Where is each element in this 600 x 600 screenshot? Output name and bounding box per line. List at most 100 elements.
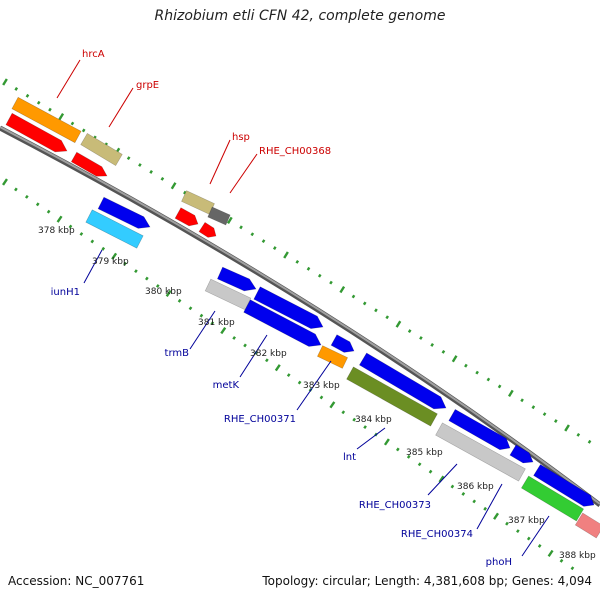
gc-skew-tick — [199, 313, 204, 318]
label-leader-line — [296, 360, 332, 411]
gc-skew-tick — [170, 182, 177, 190]
gc-skew-tick — [564, 424, 570, 432]
gene-blue — [448, 408, 511, 451]
gc-skew-tick — [90, 239, 95, 244]
gene-label-iunh1[interactable]: iunH1 — [51, 287, 80, 298]
gene-dark-grey — [207, 206, 231, 226]
gc-skew-inner-track — [2, 178, 575, 571]
gc-skew-tick — [250, 232, 255, 237]
gc-skew-tick — [183, 190, 187, 195]
gc-skew-tick — [79, 232, 84, 236]
label-leader-line — [521, 515, 550, 557]
gene-label-rhe_ch00371[interactable]: RHE_CH00371 — [224, 414, 296, 425]
gc-skew-tick — [362, 301, 367, 306]
gc-skew-tick — [329, 401, 336, 409]
gc-skew-tick — [36, 100, 41, 105]
gene-blue — [509, 444, 534, 464]
label-leader-line — [356, 427, 386, 450]
gc-skew-tick — [25, 93, 30, 98]
gene-label-hrca[interactable]: hrcA — [82, 49, 105, 60]
gc-skew-tick — [483, 506, 487, 511]
kbp-label: 387 kbp — [508, 516, 545, 526]
gc-skew-tick — [243, 343, 247, 348]
kbp-label: 388 kbp — [559, 551, 596, 561]
gene-label-rhe_ch00374[interactable]: RHE_CH00374 — [401, 529, 473, 540]
kbp-label: 382 kbp — [250, 349, 287, 359]
gene-blue — [217, 266, 257, 292]
gc-skew-tick — [165, 289, 172, 297]
gene-label-phoh[interactable]: phoH — [486, 557, 512, 568]
gc-skew-tick — [319, 395, 324, 400]
label-leader-line — [239, 334, 268, 378]
gene-track — [5, 96, 600, 539]
gc-skew-tick — [520, 398, 524, 403]
gc-skew-tick — [2, 178, 8, 186]
gc-skew-tick — [14, 87, 19, 91]
gc-skew-tick — [160, 176, 165, 181]
gc-skew-tick — [428, 469, 433, 474]
gc-skew-tick — [35, 202, 40, 207]
gc-skew-tick — [239, 225, 243, 230]
gene-label-metk[interactable]: metK — [213, 380, 240, 391]
gc-skew-tick — [70, 121, 75, 126]
gc-skew-tick — [497, 384, 502, 389]
gene-blue — [358, 352, 447, 410]
kbp-label: 379 kbp — [92, 257, 129, 267]
gc-skew-tick — [138, 163, 142, 167]
gc-skew-tick — [537, 544, 542, 548]
accession-text: Accession: NC_007761 — [8, 574, 145, 588]
gc-skew-tick — [81, 128, 86, 133]
gc-skew-tick — [395, 447, 400, 452]
gc-skew-tick — [395, 320, 402, 328]
label-leaders — [56, 59, 550, 557]
kbp-label: 378 kbp — [38, 226, 75, 236]
gc-skew-tick — [265, 358, 269, 363]
gene-label-grpe[interactable]: grpE — [136, 80, 159, 91]
gc-skew-tick — [297, 380, 302, 385]
gene-label-lnt[interactable]: lnt — [343, 452, 356, 463]
gc-skew-tick — [2, 78, 8, 86]
gc-skew-tick — [126, 156, 131, 161]
gc-skew-tick — [406, 454, 411, 459]
gc-skew-tick — [283, 251, 289, 259]
gc-skew-tick — [570, 566, 575, 571]
gc-skew-tick — [493, 512, 499, 520]
gc-skew-tick — [351, 294, 356, 299]
gc-skew-tick — [472, 499, 477, 504]
gc-skew-tick — [188, 306, 193, 311]
gc-skew-tick — [507, 389, 514, 397]
gc-skew-tick — [531, 405, 536, 410]
gc-skew-tick — [542, 412, 547, 417]
gc-skew-tick — [123, 261, 127, 266]
gene-green — [520, 475, 585, 522]
gene-pink — [574, 512, 600, 539]
gc-skew-tick — [329, 280, 333, 285]
kbp-label: 386 kbp — [457, 482, 494, 492]
map-title: Rhizobium etli CFN 42, complete genome — [154, 8, 446, 24]
backbone-line — [0, 125, 600, 507]
gene-label-trmb[interactable]: trmB — [165, 348, 190, 359]
kbp-label: 383 kbp — [303, 381, 340, 391]
gc-skew-tick — [407, 329, 412, 333]
label-leader-line — [427, 463, 458, 496]
gene-light-grey — [435, 422, 526, 482]
gc-skew-tick — [134, 269, 138, 274]
gc-skew-tick — [272, 246, 277, 250]
gene-label-rhe_ch00373[interactable]: RHE_CH00373 — [359, 500, 431, 511]
gc-skew-tick — [274, 364, 281, 372]
gc-skew-tick — [383, 438, 390, 446]
gene-cyan — [85, 209, 144, 249]
gene-label-hsp[interactable]: hsp — [232, 132, 250, 143]
gc-skew-tick — [547, 549, 554, 557]
gc-skew-tick — [14, 187, 18, 192]
gene-orange — [11, 96, 82, 144]
gc-skew-tick — [576, 432, 581, 437]
gene-red — [198, 221, 217, 238]
gene-label-rhe_ch00368[interactable]: RHE_CH00368 — [259, 146, 331, 157]
topology-text: Topology: circular; Length: 4,381,608 bp… — [262, 574, 592, 588]
gc-skew-tick — [145, 276, 149, 281]
gc-skew-tick — [385, 315, 390, 320]
label-leader-line — [108, 87, 134, 128]
label-leader-line — [476, 483, 503, 530]
